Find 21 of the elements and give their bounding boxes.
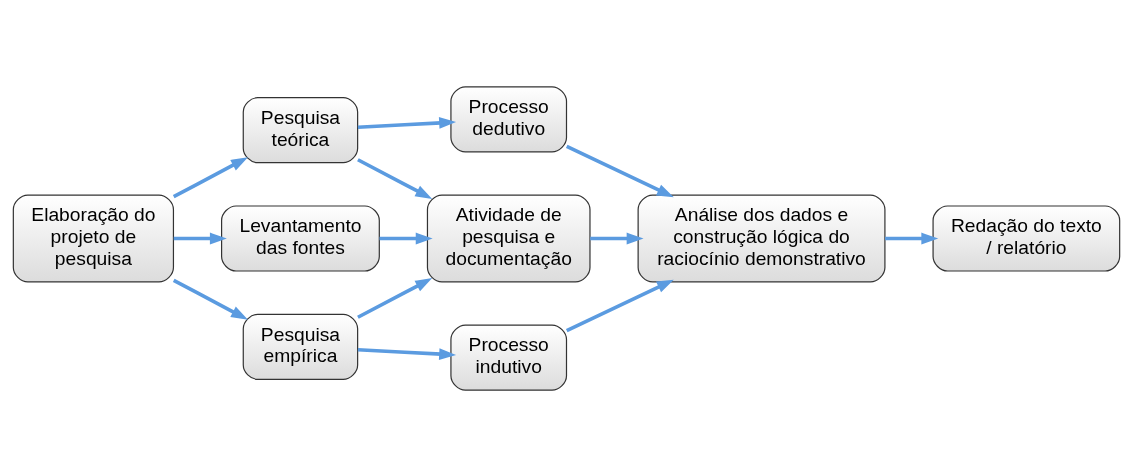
node-box: Atividade de pesquisa e documentação: [426, 194, 591, 282]
arrow: [172, 278, 248, 320]
arrow: [357, 347, 457, 360]
arrow: [357, 277, 433, 319]
node-box: Análise dos dados e construção lógica do raciocínio demonstrativo: [637, 194, 886, 282]
arrow: [357, 116, 457, 129]
arrow: [379, 232, 433, 244]
node-box: Pesquisa teórica: [242, 96, 359, 163]
arrow: [173, 232, 227, 244]
node-box: Levantamento das fontes: [221, 204, 380, 272]
arrow: [885, 232, 939, 244]
node-box: Elaboração do projeto de pesquisa: [12, 194, 175, 282]
arrow: [590, 232, 644, 244]
node-box: Processo dedutivo: [450, 85, 568, 152]
arrow: [357, 157, 433, 199]
node-box: Processo indutivo: [450, 324, 568, 391]
node-box: Pesquisa empírica: [242, 313, 359, 380]
arrow: [172, 156, 248, 198]
arrow: [565, 279, 674, 332]
arrow: [565, 144, 674, 197]
node-box: Redação do texto / relatório: [932, 204, 1121, 272]
